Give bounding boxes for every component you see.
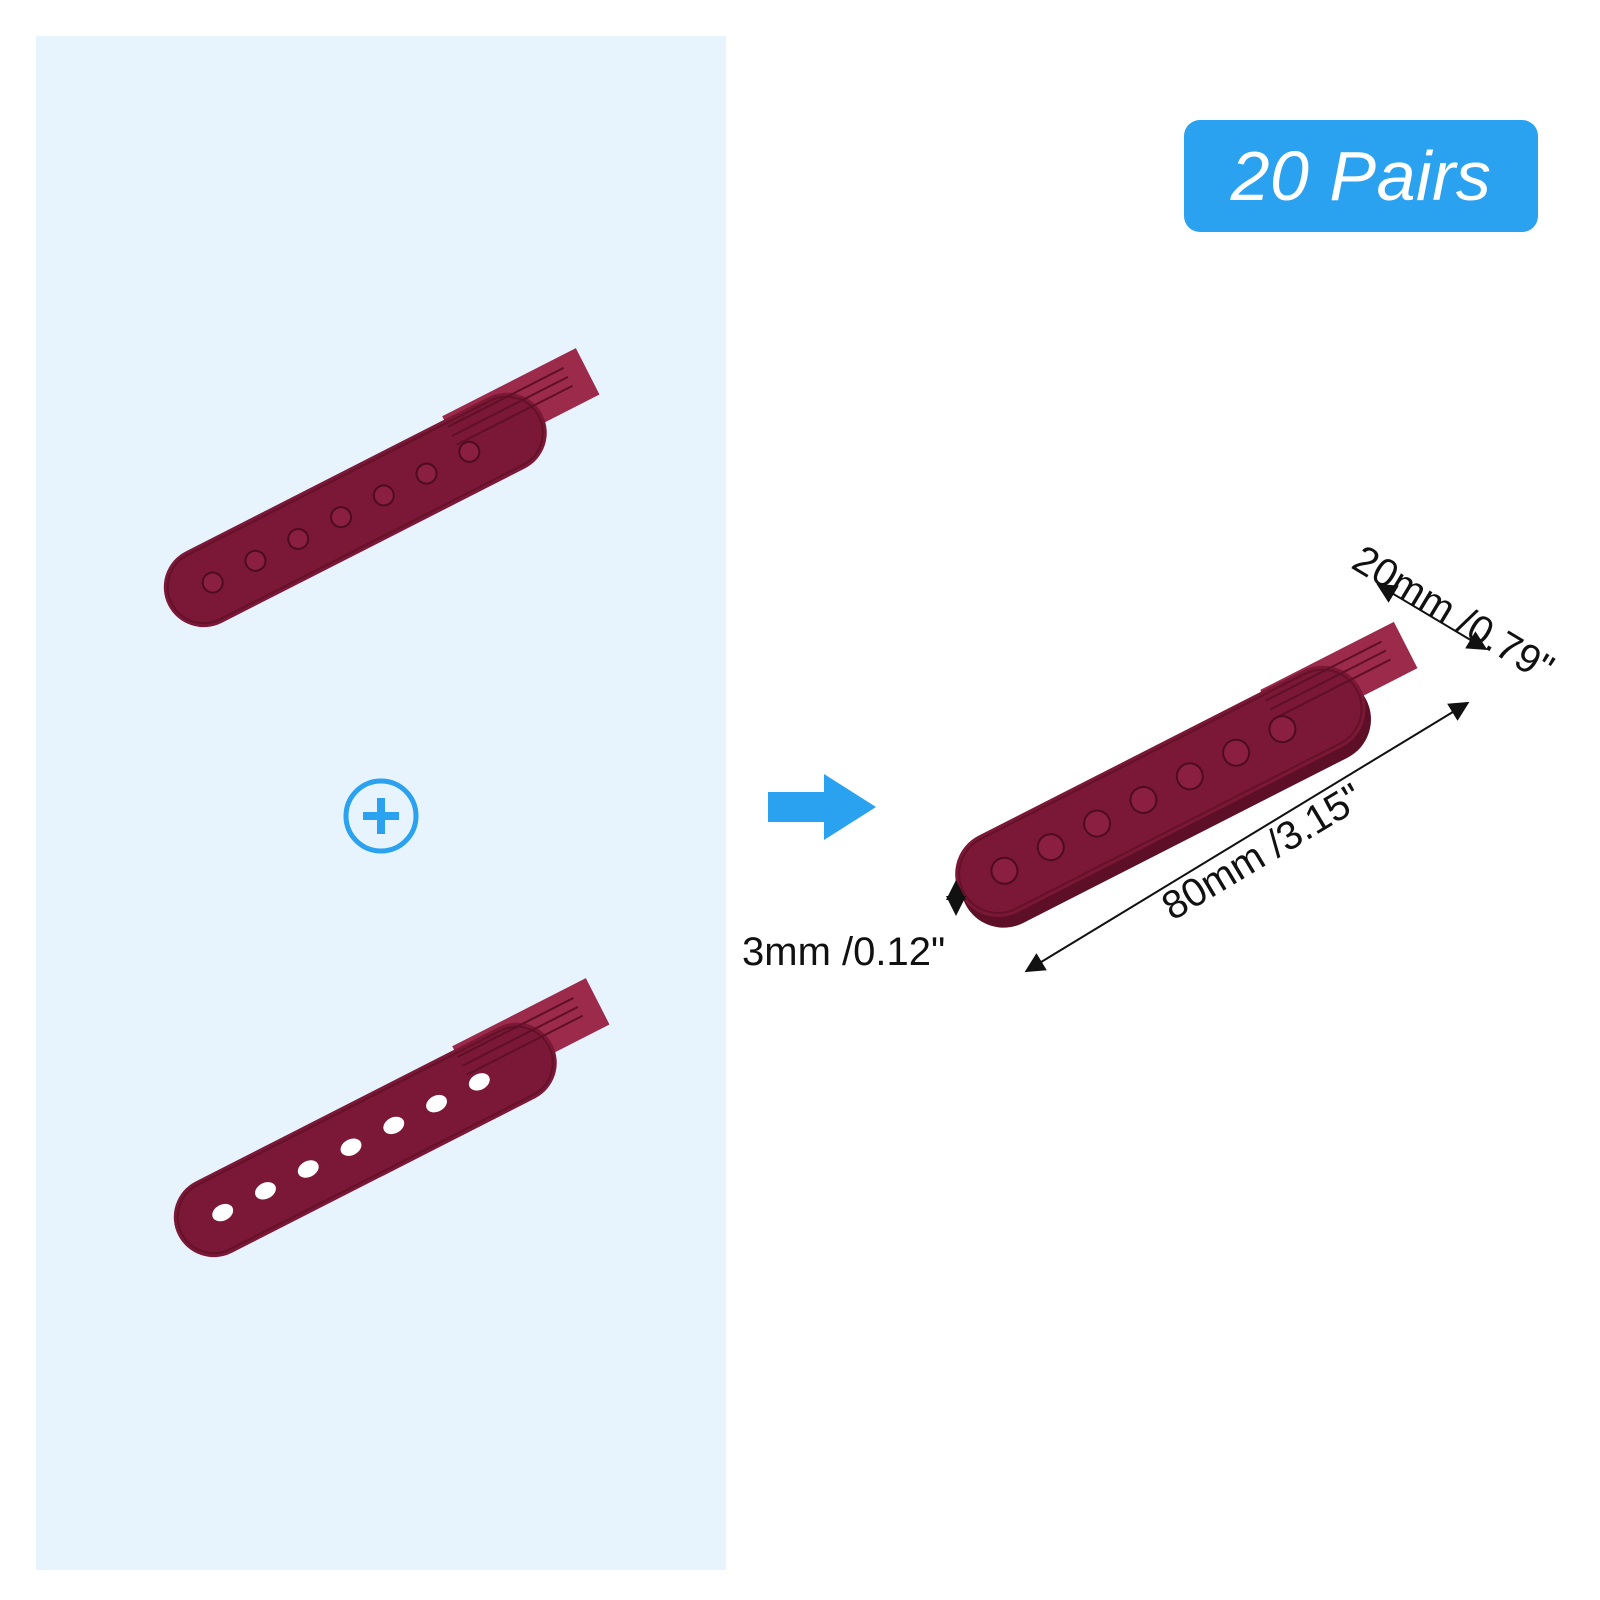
thickness-dimension-label: 3mm /0.12": [742, 930, 946, 974]
strap-with-studs: [163, 348, 600, 628]
arrow-right-icon: [768, 774, 876, 840]
strap-with-holes: [173, 978, 610, 1258]
pairs-badge: 20 Pairs: [1184, 120, 1538, 232]
plus-circle-icon: [343, 778, 419, 854]
